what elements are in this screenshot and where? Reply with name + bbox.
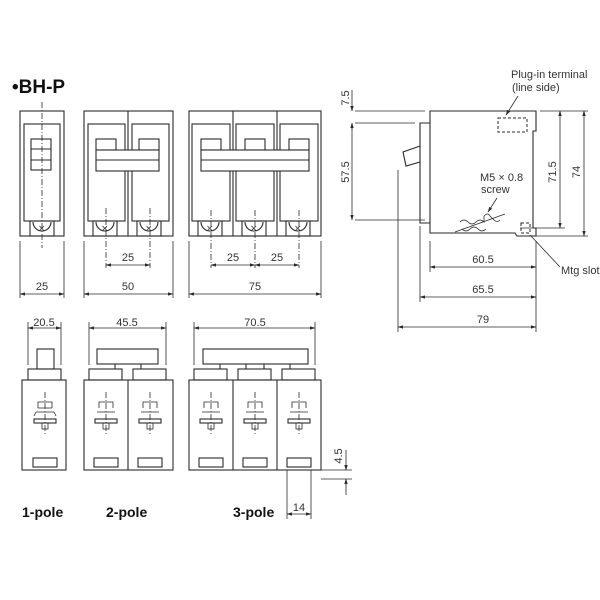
- label-1-pole: 1-pole: [22, 504, 63, 520]
- svg-text:×: ×: [207, 223, 213, 235]
- terminal-screw-icon: [136, 220, 162, 237]
- screw-icon: [454, 213, 506, 233]
- dim-one-pole-top: 20.5: [33, 317, 54, 329]
- front-view-3-pole: × × ×: [188, 110, 322, 268]
- svg-text:×: ×: [251, 223, 257, 235]
- screw-icon: [141, 401, 159, 413]
- mounting-slot: [242, 457, 268, 468]
- bottom-view-3-pole: [188, 348, 322, 471]
- dim-two-pole-width: 50: [122, 281, 134, 293]
- side-view-dimensions: 7.5 57.5 71.5 74 60.5 65.5 79: [340, 90, 586, 329]
- dim-two-pole-top: 45.5: [116, 317, 137, 329]
- svg-text:×: ×: [102, 223, 108, 235]
- bottom-view-1-pole: [21, 348, 67, 471]
- dim-total-height: 74: [571, 166, 583, 178]
- callout-plug-in-terminal: Plug-in terminal: [511, 69, 587, 81]
- plug-in-terminal: [497, 117, 528, 133]
- terminal-screw-icon: [241, 220, 267, 237]
- front-view-2-pole: × ×: [83, 110, 174, 268]
- screw-icon: [36, 401, 54, 413]
- dim-top-offset: 7.5: [340, 90, 352, 105]
- screw-icon: [97, 401, 115, 413]
- callout-mtg-slot: Mtg slot: [561, 265, 600, 277]
- dim-three-pole-top: 70.5: [244, 317, 265, 329]
- dim-body-height: 71.5: [547, 161, 559, 182]
- dim-three-pole-pitch-a: 25: [227, 252, 239, 264]
- screw-icon: [202, 401, 220, 413]
- mounting-slot: [32, 457, 58, 468]
- mounting-slot: [198, 457, 224, 468]
- terminal-screw-icon: [197, 220, 223, 237]
- callout-screw-sub: screw: [481, 184, 510, 196]
- callout-plug-in-terminal-sub: (line side): [512, 82, 560, 94]
- front-view-1-pole: ×: [19, 102, 65, 248]
- dim-depth-total: 79: [477, 314, 489, 326]
- dim-three-pole-pitch-b: 25: [271, 252, 283, 264]
- bottom-view-2-pole: [83, 348, 174, 471]
- terminal-screw-icon: [285, 220, 311, 237]
- dim-depth-b: 65.5: [472, 284, 493, 296]
- side-view-callouts: Plug-in terminal (line side) M5 × 0.8 sc…: [480, 69, 600, 277]
- mounting-slot: [93, 457, 119, 468]
- dim-handle-height: 57.5: [340, 161, 352, 182]
- dim-slot-width: 14: [293, 502, 305, 514]
- label-2-pole: 2-pole: [106, 504, 147, 520]
- front-view-dimensions: 25 50 25 75 25 25: [19, 241, 322, 298]
- dim-three-pole-width: 75: [249, 281, 261, 293]
- label-3-pole: 3-pole: [233, 504, 274, 520]
- screw-icon: [246, 401, 264, 413]
- bottom-view-dimensions: 20.5 45.5 70.5 4.5 14: [27, 317, 352, 519]
- terminal-screw-icon: [92, 220, 118, 237]
- mounting-slot: [137, 457, 163, 468]
- mounting-slot: [286, 457, 312, 468]
- handle: [402, 145, 421, 167]
- model-title: •BH-P: [12, 77, 65, 98]
- svg-text:×: ×: [146, 223, 152, 235]
- dim-one-pole-width: 25: [36, 281, 48, 293]
- dim-slot-height: 4.5: [333, 448, 345, 463]
- screw-icon: [290, 401, 308, 413]
- side-view: [355, 110, 588, 332]
- dim-two-pole-pitch: 25: [122, 252, 134, 264]
- dim-depth-a: 60.5: [472, 254, 493, 266]
- callout-screw: M5 × 0.8: [480, 172, 523, 184]
- svg-text:×: ×: [295, 223, 301, 235]
